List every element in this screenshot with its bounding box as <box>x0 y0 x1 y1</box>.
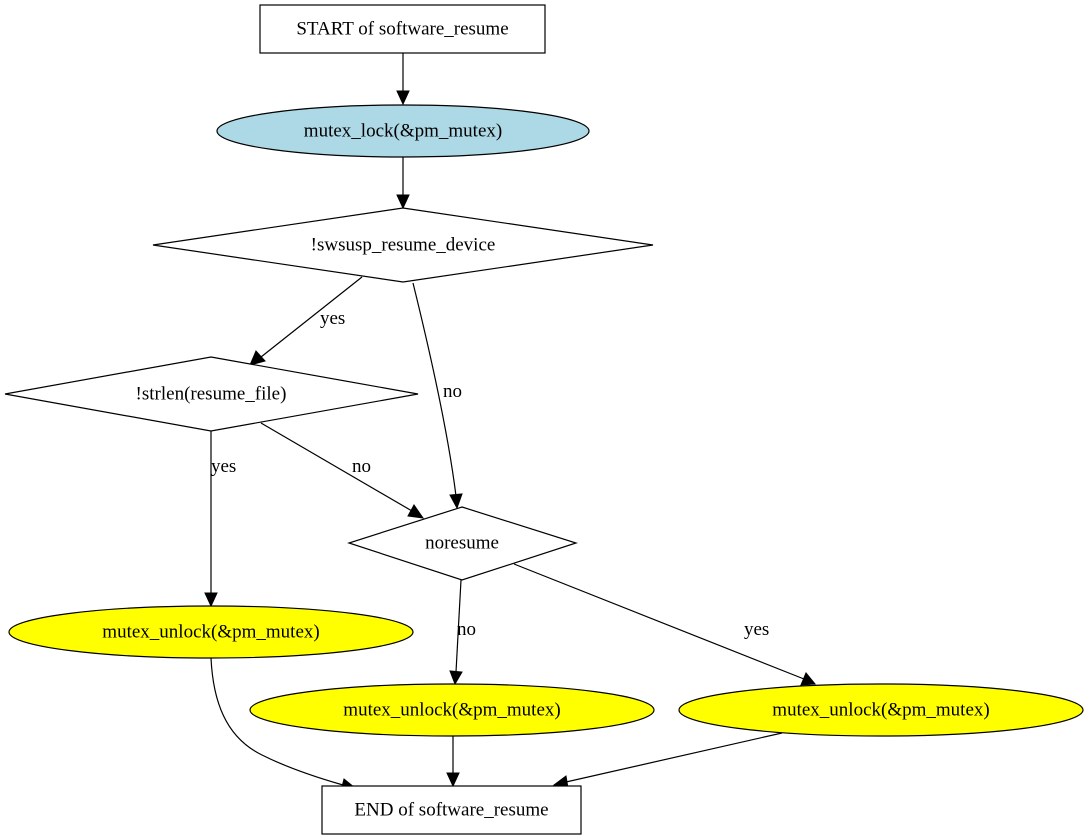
unlock-right-label: mutex_unlock(&pm_mutex) <box>772 699 989 720</box>
arrowhead <box>407 504 425 519</box>
noresume-condition-label: noresume <box>425 532 499 553</box>
edge-labels: yes no yes no no yes <box>211 308 769 640</box>
edge-file-no <box>260 422 413 512</box>
nodes: START of software_resume mutex_lock(&pm_… <box>4 4 1084 835</box>
arrowhead <box>204 592 218 608</box>
edge-noresume-no <box>455 579 462 673</box>
lock-node-shape <box>216 104 590 158</box>
start-node: START of software_resume <box>259 4 546 54</box>
edge-label-device-yes: yes <box>320 308 345 329</box>
end-node-shape <box>321 785 582 835</box>
device-condition-label: !swsusp_resume_device <box>311 234 496 255</box>
edge-label-file-no: no <box>352 456 371 477</box>
unlock-left-shape <box>8 605 414 659</box>
start-node-shape <box>259 4 546 54</box>
unlock-mid-node: mutex_unlock(&pm_mutex) <box>249 683 655 737</box>
start-node-label: START of software_resume <box>296 18 508 39</box>
unlock-right-node: mutex_unlock(&pm_mutex) <box>678 683 1084 737</box>
lock-node: mutex_lock(&pm_mutex) <box>216 104 590 158</box>
edge-device-yes <box>260 276 363 358</box>
device-condition-shape <box>152 207 654 283</box>
unlock-left-node: mutex_unlock(&pm_mutex) <box>8 605 414 659</box>
arrowhead <box>449 670 463 686</box>
edge-unlock-left-to-end <box>210 657 344 786</box>
edge-unlock-right-to-end <box>565 732 783 783</box>
edge-noresume-yes <box>513 563 805 680</box>
file-condition-node: !strlen(resume_file) <box>4 356 419 432</box>
edge-label-noresume-no: no <box>457 619 476 640</box>
unlock-mid-label: mutex_unlock(&pm_mutex) <box>343 699 560 720</box>
edges <box>204 53 816 792</box>
end-node: END of software_resume <box>321 785 582 835</box>
device-condition-node: !swsusp_resume_device <box>152 207 654 283</box>
unlock-right-shape <box>678 683 1084 737</box>
lock-node-label: mutex_lock(&pm_mutex) <box>304 120 502 141</box>
arrowhead <box>396 194 410 210</box>
edge-label-noresume-yes: yes <box>744 619 769 640</box>
unlock-mid-shape <box>249 683 655 737</box>
arrowhead <box>249 350 266 366</box>
noresume-condition-node: noresume <box>347 506 578 581</box>
arrowhead <box>449 493 463 510</box>
edge-label-device-no: no <box>443 381 462 402</box>
unlock-left-label: mutex_unlock(&pm_mutex) <box>102 621 319 642</box>
arrowhead <box>446 772 460 788</box>
file-condition-label: !strlen(resume_file) <box>136 383 287 404</box>
arrowhead <box>800 672 816 686</box>
noresume-condition-shape <box>347 506 578 581</box>
end-node-label: END of software_resume <box>354 799 548 820</box>
edge-device-no <box>412 282 457 497</box>
file-condition-shape <box>4 356 419 432</box>
arrowhead <box>396 90 410 106</box>
edge-label-file-yes: yes <box>211 456 236 477</box>
